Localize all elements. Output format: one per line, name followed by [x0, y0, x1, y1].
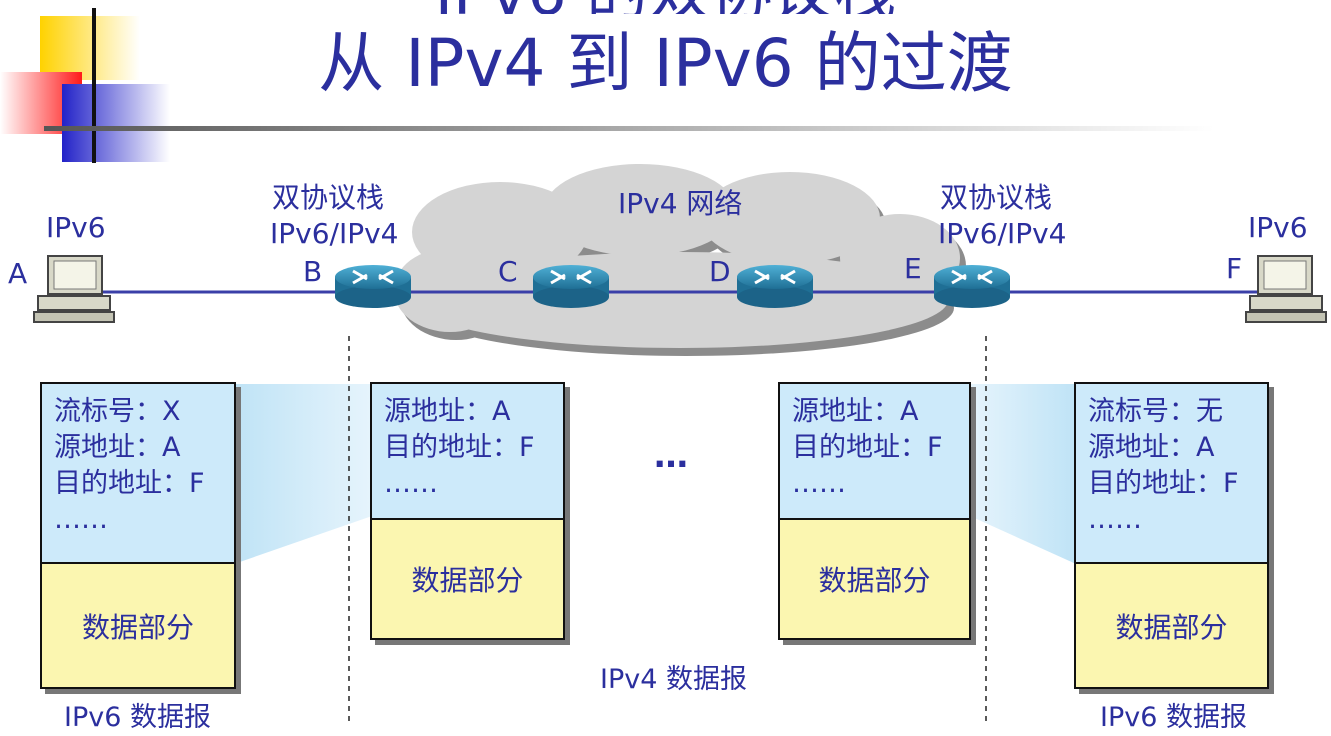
host-f-type: IPv6 — [1248, 211, 1308, 244]
header-line: …… — [1088, 504, 1142, 535]
ipv6-caption-left: IPv6 数据报 — [64, 702, 211, 733]
ipv4-header: 源地址：A 目的地址：F …… — [780, 384, 969, 520]
data-part: 数据部分 — [42, 564, 234, 687]
ipv6-datagram-left: 流标号：X 源地址：A 目的地址：F …… 数据部分 — [40, 382, 236, 689]
header-line: 目的地址：F — [54, 468, 205, 499]
ipv4-datagram-right: 源地址：A 目的地址：F …… 数据部分 — [778, 382, 971, 640]
node-label-c: C — [498, 255, 518, 288]
header-line: 目的地址：F — [384, 432, 535, 463]
node-label-e: E — [904, 252, 922, 285]
logo-decoration — [0, 8, 1214, 163]
header-line: 流标号：无 — [1088, 396, 1223, 427]
ipv4-caption: IPv4 数据报 — [600, 664, 747, 695]
router-c-icon — [533, 265, 609, 308]
node-label-d: D — [709, 255, 731, 288]
node-label-a: A — [8, 257, 28, 290]
data-part: 数据部分 — [1076, 564, 1267, 687]
host-f-icon — [1245, 255, 1327, 323]
ipv4-header: 源地址：A 目的地址：F …… — [372, 384, 563, 520]
header-line: 源地址：A — [54, 432, 181, 463]
router-d-icon — [737, 265, 813, 308]
header-line: 目的地址：F — [792, 432, 943, 463]
cloud-label: IPv4 网络 — [618, 187, 743, 220]
header-line: 源地址：A — [792, 396, 919, 427]
host-a-icon — [33, 255, 115, 323]
title-partial: IPv6 的双协议栈 — [0, 0, 1331, 14]
page-title: 从 IPv4 到 IPv6 的过渡 — [318, 25, 1013, 102]
ipv6-header: 流标号：X 源地址：A 目的地址：F …… — [42, 384, 234, 564]
ipv6-header: 流标号：无 源地址：A 目的地址：F …… — [1076, 384, 1267, 564]
data-part: 数据部分 — [780, 520, 969, 638]
ipv6-caption-right: IPv6 数据报 — [1100, 702, 1247, 733]
left-funnel — [234, 384, 372, 564]
right-funnel — [970, 384, 1076, 564]
ellipsis: … — [654, 436, 688, 476]
ipv4-datagram-left: 源地址：A 目的地址：F …… 数据部分 — [370, 382, 565, 640]
dual-stack-left-line1: 双协议栈 — [272, 181, 385, 214]
header-line: 源地址：A — [384, 396, 511, 427]
data-part: 数据部分 — [372, 520, 563, 638]
router-b-icon — [335, 265, 411, 308]
ipv6-datagram-right: 流标号：无 源地址：A 目的地址：F …… 数据部分 — [1074, 382, 1269, 689]
header-line: 流标号：X — [54, 396, 181, 427]
header-line: 源地址：A — [1088, 432, 1215, 463]
node-label-b: B — [303, 255, 323, 288]
router-e-icon — [934, 265, 1010, 308]
node-label-f: F — [1226, 252, 1243, 285]
header-line: …… — [54, 504, 108, 535]
dual-stack-right-line1: 双协议栈 — [940, 181, 1053, 214]
header-line: 目的地址：F — [1088, 468, 1239, 499]
header-line: …… — [384, 468, 438, 499]
dual-stack-right-line2: IPv6/IPv4 — [938, 217, 1067, 250]
header-line: …… — [792, 468, 846, 499]
host-a-type: IPv6 — [46, 211, 106, 244]
dual-stack-left-line2: IPv6/IPv4 — [270, 217, 399, 250]
